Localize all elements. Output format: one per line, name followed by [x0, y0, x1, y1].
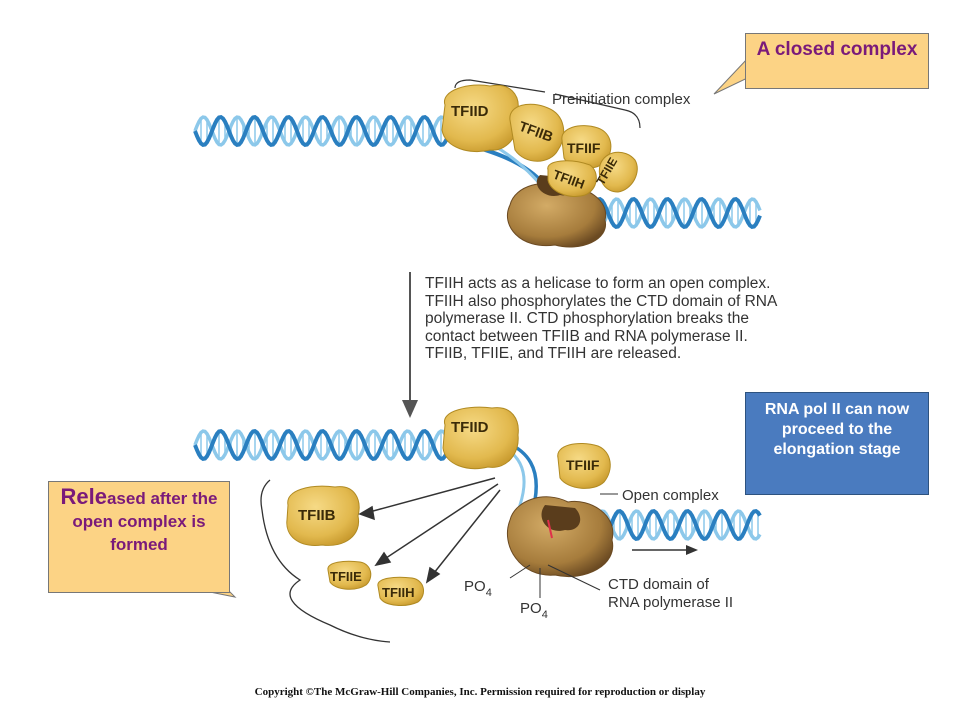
tfiib-top: TFIIB — [509, 103, 565, 162]
po4-label-2: PO4 — [520, 600, 548, 621]
dna-helix-upstream — [193, 114, 457, 148]
rna-transcript-start — [547, 519, 553, 539]
callout-rna-pol-elongation: RNA pol II can now proceed to the elonga… — [745, 392, 929, 495]
copyright-footer: Copyright ©The McGraw-Hill Companies, In… — [254, 686, 706, 698]
preinitiation-label: Preinitiation complex — [552, 91, 691, 108]
elongation-direction-head — [686, 545, 698, 555]
tfiie-label-released: TFIIE — [330, 569, 362, 584]
step-description: TFIIH acts as a helicase to form an open… — [425, 275, 777, 362]
step-arrow-head — [402, 400, 418, 418]
tfiih-label-released: TFIIH — [382, 585, 415, 600]
release-arrows — [358, 477, 501, 584]
tfiid-bottom: TFIID — [442, 406, 519, 470]
preinitiation-bracket — [454, 79, 641, 129]
tfiib-released: TFIIB — [286, 485, 360, 546]
callout-released-rest: ased after the open complex is formed — [72, 489, 218, 554]
callout-closed-complex: A closed complex — [745, 33, 929, 89]
po4-label-1: PO4 — [464, 578, 492, 599]
tfiie-released: TFIIE — [327, 560, 372, 590]
tfiif-label-top: TFIIF — [567, 140, 601, 156]
rna-polymerase-ii-bottom — [506, 496, 614, 577]
open-complex-label: Open complex — [622, 487, 719, 504]
tfiih-top: TFIIH — [547, 160, 597, 197]
tfiid-label-top: TFIID — [451, 103, 489, 120]
tfiif-label-bottom: TFIIF — [566, 457, 600, 473]
tfiib-label-released: TFIIB — [298, 507, 336, 524]
callout-released-big: Rele — [60, 484, 107, 509]
tfiid-top: TFIID — [441, 84, 520, 153]
tfiif-top: TFIIF — [561, 125, 612, 169]
tfiif-bottom: TFIIF — [557, 443, 611, 489]
tfiih-released: TFIIH — [377, 576, 424, 606]
dna-helix-upstream-open — [193, 428, 460, 462]
ctd-label-line2: RNA polymerase II — [608, 594, 733, 611]
rna-polymerase-ii-cleft-bottom — [541, 505, 581, 531]
ctd-label-line1: CTD domain of — [608, 576, 710, 593]
ctd-pointers — [509, 564, 601, 598]
released-bracket — [260, 479, 391, 643]
tfiid-label-bottom: TFIID — [451, 419, 489, 436]
callout-released: Released after the open complex is forme… — [48, 481, 230, 593]
